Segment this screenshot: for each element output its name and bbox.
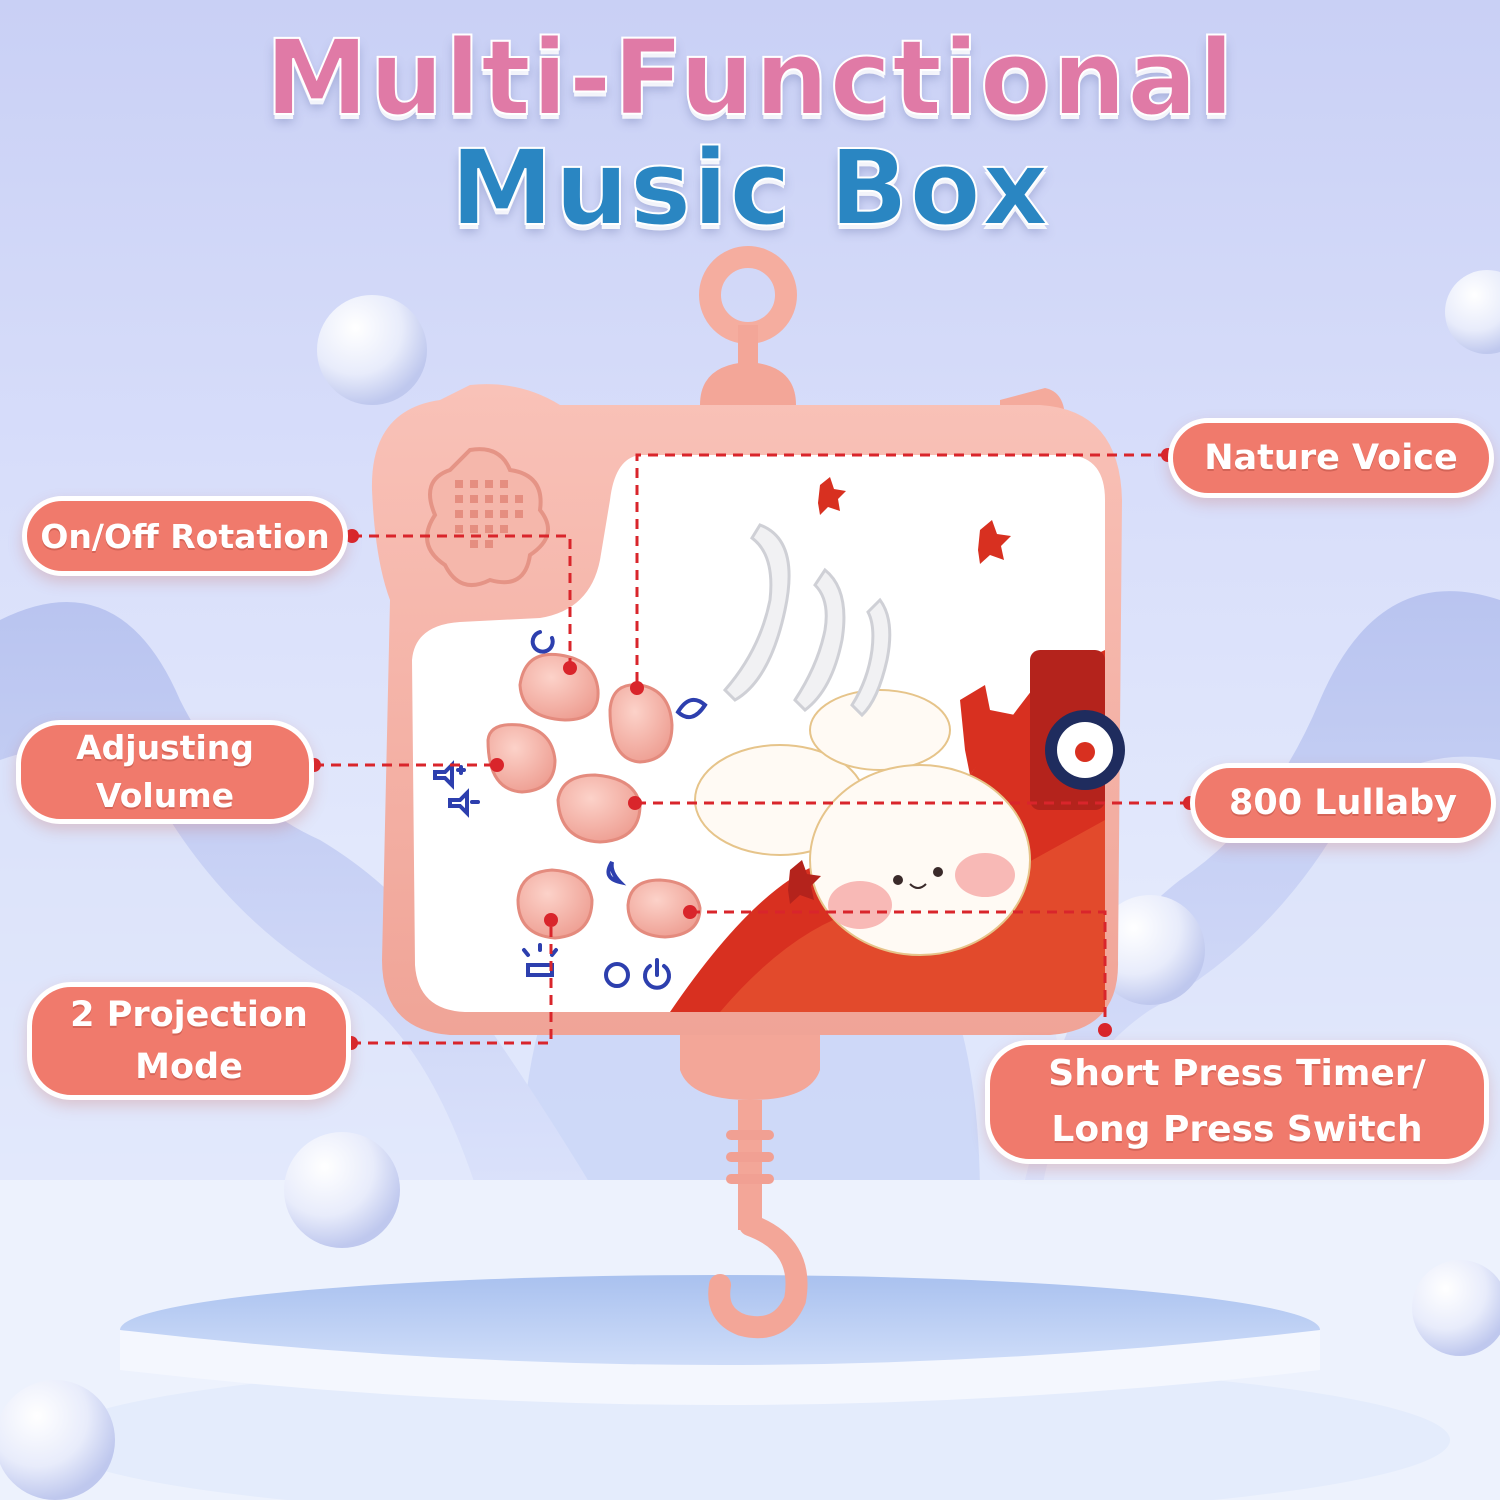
- headline-line-2: Music Box: [449, 127, 1050, 249]
- callout-timer-switch: Short Press Timer/ Long Press Switch: [985, 1040, 1489, 1164]
- nature-voice-button[interactable]: [608, 683, 674, 764]
- moon-icon: [606, 860, 627, 886]
- hanger-ring-icon: [699, 246, 797, 405]
- volume-button[interactable]: [486, 723, 557, 794]
- callout-nature-voice: Nature Voice: [1168, 418, 1494, 498]
- volume-up-icon: [433, 760, 466, 790]
- leader-on-off-rotation: [352, 534, 572, 668]
- power-icon: [643, 958, 671, 990]
- callout-timer-switch-line1: Short Press Timer/: [1048, 1053, 1426, 1094]
- headline-line-1: Multi-Functional: [264, 17, 1235, 139]
- callout-lullaby: 800 Lullaby: [1190, 763, 1496, 843]
- callout-lullaby-text: 800 Lullaby: [1229, 783, 1457, 823]
- projector-icon: [522, 943, 558, 977]
- volume-down-icon: [448, 788, 480, 818]
- rotation-button[interactable]: [518, 652, 600, 722]
- leaf-icon: [675, 697, 708, 720]
- callout-adjusting-volume: Adjusting Volume: [16, 720, 314, 824]
- rotate-icon: [530, 630, 555, 654]
- timer-button[interactable]: [626, 878, 702, 939]
- speaker-grille-icon: [425, 447, 550, 587]
- callout-adjusting-volume-line2: Volume: [96, 776, 234, 815]
- callout-projection-mode-line1: 2 Projection: [70, 995, 308, 1035]
- callout-adjusting-volume-line1: Adjusting: [76, 728, 254, 767]
- leader-nature-voice: [635, 453, 1168, 688]
- leader-timer-switch: [690, 910, 1107, 1030]
- hook-icon: [680, 1035, 820, 1339]
- projection-button[interactable]: [516, 868, 594, 940]
- callout-projection-mode: 2 Projection Mode: [27, 982, 351, 1100]
- callout-nature-voice-text: Nature Voice: [1204, 438, 1458, 478]
- callout-timer-switch-line2: Long Press Switch: [1051, 1109, 1423, 1150]
- callout-on-off-rotation: On/Off Rotation: [22, 496, 348, 576]
- callout-projection-mode-line2: Mode: [135, 1047, 243, 1087]
- callout-on-off-rotation-text: On/Off Rotation: [40, 516, 330, 556]
- timer-icon: [604, 962, 630, 988]
- leader-projection-mode: [351, 920, 553, 1045]
